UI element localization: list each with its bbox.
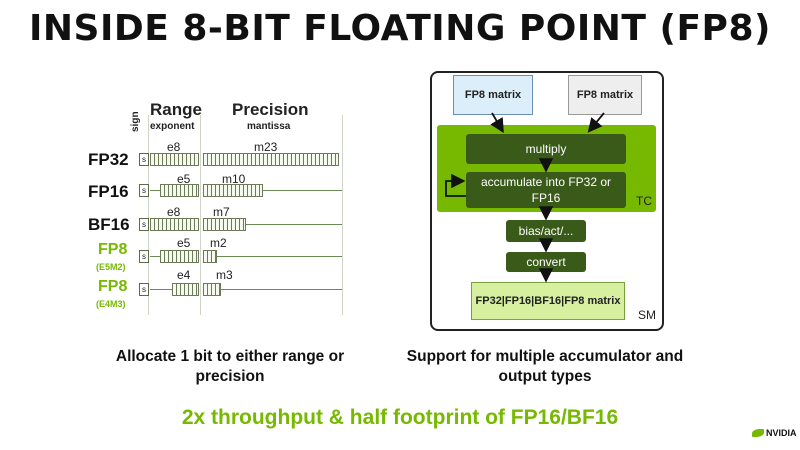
precision-header: Precision	[232, 100, 309, 119]
format-subtitle: (E4M3)	[96, 299, 126, 309]
exponent-bits	[150, 153, 199, 166]
arrow-b-to-multiply	[587, 112, 605, 133]
convert-stage: convert	[506, 252, 586, 272]
mantissa-bits	[203, 218, 246, 231]
accumulate-feedback-loop	[445, 173, 466, 197]
format-name: FP8	[98, 278, 128, 295]
unused-range-line	[150, 256, 160, 257]
unused-precision-line	[217, 256, 342, 257]
unused-precision-line	[263, 190, 342, 191]
exponent-bits	[150, 218, 199, 231]
bottom-summary: 2x throughput & half footprint of FP16/B…	[181, 406, 619, 429]
mantissa-bits	[203, 283, 221, 296]
mantissa-bits-label: m3	[216, 268, 233, 282]
mantissa-bits-label: m23	[254, 140, 278, 154]
nvidia-logo-text: NVIDIA	[766, 428, 797, 438]
unused-precision-line	[221, 289, 342, 290]
mantissa-bits	[203, 153, 339, 166]
bias-act-stage: bias/act/...	[506, 220, 586, 242]
format-name: FP8	[98, 241, 128, 258]
unused-range-line	[150, 190, 160, 191]
exponent-bits	[160, 184, 199, 197]
sm-label: SM	[638, 308, 656, 322]
right-caption: Support for multiple accumulator and out…	[406, 348, 684, 385]
input-matrix-b: FP8 matrix	[568, 75, 642, 115]
exponent-bits-label: e8	[167, 140, 181, 154]
mantissa-subheader: mantissa	[247, 121, 291, 132]
exponent-bits-label: e5	[177, 172, 191, 186]
sign-bit: s	[139, 250, 149, 263]
unused-precision-line	[246, 224, 342, 225]
mantissa-bits	[203, 250, 217, 263]
exponent-subheader: exponent	[150, 121, 195, 132]
format-name: BF16	[88, 215, 130, 234]
tc-label: TC	[636, 194, 652, 208]
sign-bit: s	[139, 218, 149, 231]
format-subtitle: (E5M2)	[96, 262, 126, 272]
sign-bit: s	[139, 184, 149, 197]
nvidia-logo: NVIDIA	[752, 428, 797, 438]
arrow-a-to-multiply	[490, 112, 504, 134]
mantissa-bits-label: m10	[222, 172, 246, 186]
sign-bit: s	[139, 283, 149, 296]
exponent-bits-label: e4	[177, 268, 191, 282]
input-matrix-a: FP8 matrix	[453, 75, 533, 115]
page-title: INSIDE 8-BIT FLOATING POINT (FP8)	[29, 8, 771, 49]
mantissa-bits	[203, 184, 263, 197]
unused-range-line	[150, 289, 172, 290]
exponent-bits	[160, 250, 199, 263]
mantissa-bits-label: m7	[213, 205, 230, 219]
accumulate-stage: accumulate into FP32 or FP16	[466, 172, 626, 208]
divider-line	[148, 115, 149, 315]
left-caption: Allocate 1 bit to either range or precis…	[115, 348, 345, 385]
mantissa-bits-label: m2	[210, 236, 227, 250]
range-header: Range	[150, 100, 202, 119]
exponent-bits-label: e5	[177, 236, 191, 250]
sign-bit: s	[139, 153, 149, 166]
exponent-bits	[172, 283, 199, 296]
divider-line	[200, 115, 201, 315]
exponent-bits-label: e8	[167, 205, 181, 219]
divider-line	[342, 115, 343, 315]
nvidia-eye-icon	[752, 429, 764, 437]
format-name: FP32	[88, 150, 129, 169]
format-name: FP16	[88, 182, 129, 201]
